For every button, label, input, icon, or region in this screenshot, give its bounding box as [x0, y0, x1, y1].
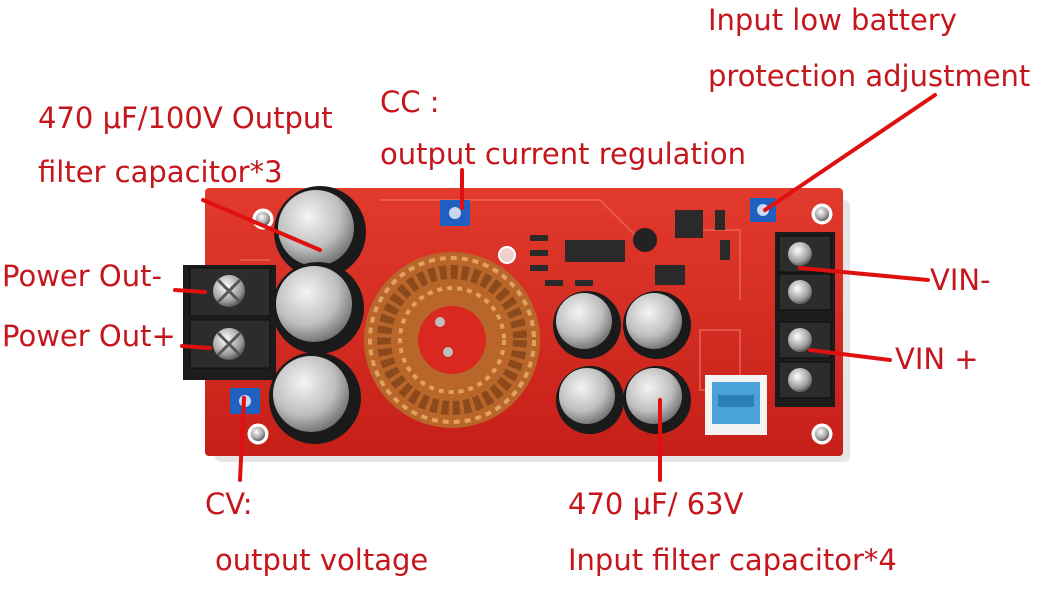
blade-fuse [705, 375, 767, 435]
annotation-lines [173, 93, 937, 482]
toroidal-inductor [364, 252, 540, 428]
low-battery-label-line1: Input low battery [708, 3, 957, 37]
power-out-plus-label: Power Out+ [2, 319, 176, 353]
low-battery-label-line2: protection adjustment [708, 59, 1031, 93]
output-capacitor-label-line2: filter capacitor*3 [38, 155, 283, 189]
cv-label-line1: CV: [205, 487, 253, 521]
cc-label-line1: CC : [380, 85, 440, 119]
output-capacitors [269, 186, 366, 444]
vin-plus-label: VIN + [895, 342, 979, 376]
cc-label-line2: output current regulation [380, 137, 746, 171]
cv-label-line2: output voltage [215, 543, 429, 577]
input-capacitor-label-line2: Input filter capacitor*4 [568, 543, 897, 577]
power-out-minus-label: Power Out- [2, 259, 162, 293]
small-capacitor [633, 228, 657, 252]
input-capacitors [553, 291, 691, 434]
output-capacitor-label-line1: 470 μF/100V Output [38, 101, 333, 135]
smd-components [530, 210, 730, 286]
input-terminal-block [775, 232, 835, 407]
input-capacitor-label-line1: 470 μF/ 63V [568, 487, 744, 521]
vin-minus-label: VIN- [930, 263, 991, 297]
via-hole [498, 246, 516, 264]
output-terminal-block [183, 265, 276, 380]
